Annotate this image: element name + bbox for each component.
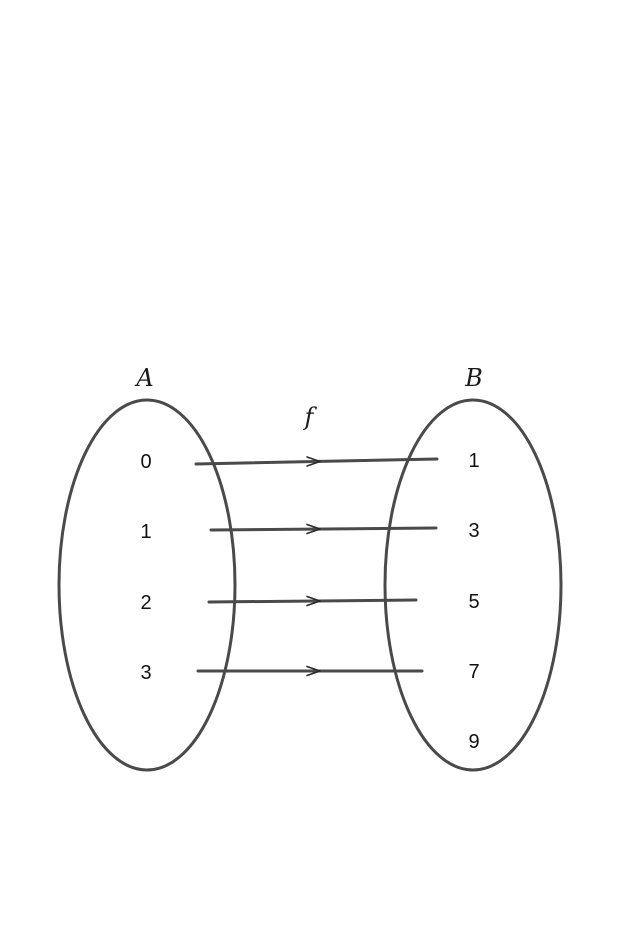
arrowhead-icon bbox=[306, 595, 321, 607]
mapping-arrow-1-to-3 bbox=[209, 523, 438, 535]
set-a-element: 2 bbox=[140, 592, 151, 614]
arrow-line bbox=[207, 598, 418, 604]
mapping-arrow-3-to-7 bbox=[196, 665, 424, 677]
arrow-line bbox=[209, 526, 438, 532]
function-label: f bbox=[303, 403, 318, 431]
set-a-label: A bbox=[134, 364, 153, 392]
arrowhead-icon bbox=[306, 456, 321, 467]
set-b-element: 3 bbox=[468, 520, 479, 542]
set-b-element: 5 bbox=[468, 591, 479, 613]
set-b-element: 1 bbox=[468, 450, 479, 472]
set-a-oval bbox=[57, 398, 237, 772]
set-b-element: 7 bbox=[468, 661, 479, 683]
set-b-oval bbox=[383, 398, 563, 772]
arrowhead-icon bbox=[306, 665, 321, 677]
set-b-label: B bbox=[464, 364, 483, 392]
set-b-element: 9 bbox=[468, 731, 479, 753]
arrow-line bbox=[194, 457, 439, 466]
mapping-arrow-0-to-1 bbox=[194, 456, 439, 467]
set-a-element: 0 bbox=[140, 451, 151, 473]
set-a-element: 3 bbox=[140, 662, 151, 684]
mapping-arrow-2-to-5 bbox=[207, 595, 418, 607]
set-a-element: 1 bbox=[140, 521, 151, 543]
arrowhead-icon bbox=[306, 523, 321, 535]
